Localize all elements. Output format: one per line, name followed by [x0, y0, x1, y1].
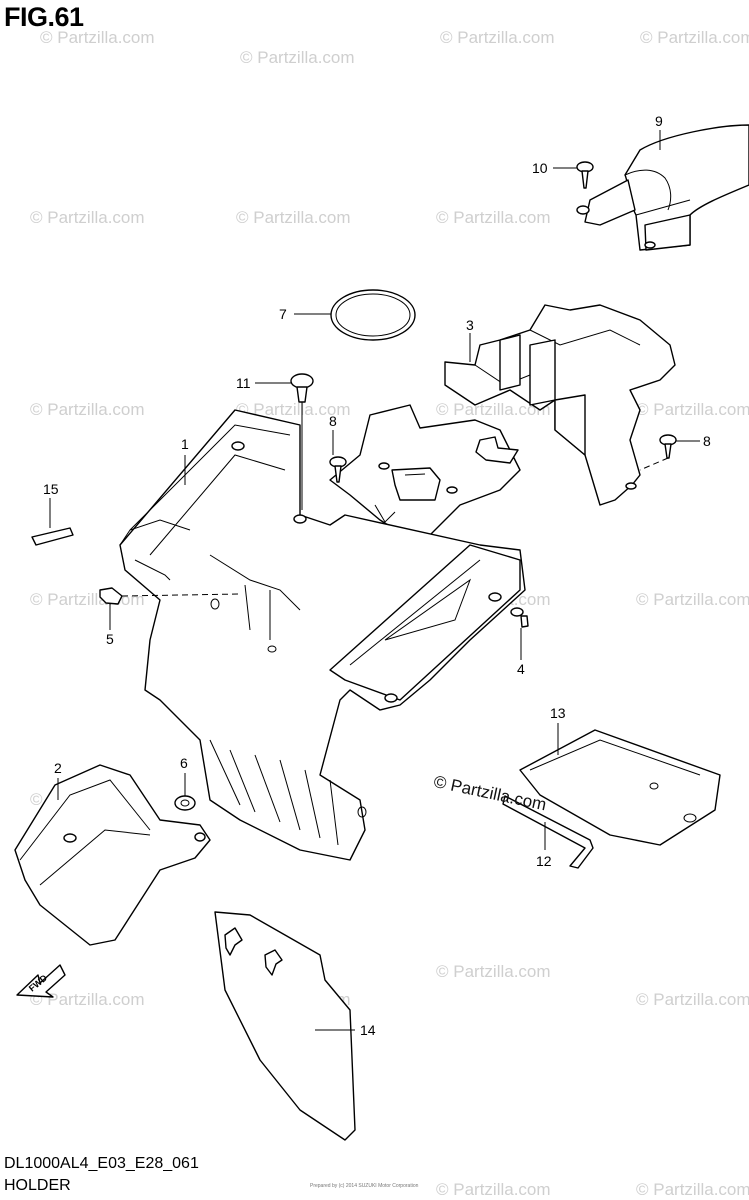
figure-title: FIG.61 [4, 2, 84, 32]
model-code: DL1000AL4_E03_E28_061 [4, 1155, 199, 1172]
part-10-screw [576, 161, 594, 189]
fwd-arrow: FWD [16, 964, 66, 998]
part-3-holder [329, 304, 676, 546]
callout-7: 7 [279, 306, 287, 322]
callout-3: 3 [466, 317, 474, 333]
part-2-cover [14, 764, 211, 946]
part-4-screw [510, 607, 529, 628]
part-5-nut [99, 587, 241, 605]
leader-lines [49, 130, 700, 1031]
part-8-screw-right [639, 434, 677, 471]
callout-10: 10 [532, 160, 548, 176]
callout-12: 12 [536, 853, 552, 869]
part-9-cover [576, 124, 749, 251]
footer-note: Prepared by (c) 2014 SUZUKI Motor Corpor… [310, 1183, 419, 1189]
part-7-ring [330, 289, 416, 341]
callout-14: 14 [360, 1022, 376, 1038]
part-11-bolt [290, 373, 314, 510]
callout-2: 2 [54, 760, 62, 776]
part-8-screw-left [329, 456, 347, 483]
part-13-pad [519, 729, 721, 846]
part-14-plate [214, 911, 356, 1141]
part-6-washer [174, 795, 196, 811]
callout-13: 13 [550, 705, 566, 721]
section-name: HOLDER [4, 1177, 71, 1194]
callout-4: 4 [517, 661, 525, 677]
callout-11: 11 [236, 375, 251, 391]
part-1-main-holder [119, 409, 526, 861]
callout-9: 9 [655, 113, 663, 129]
callout-6: 6 [180, 755, 188, 771]
part-12-hex-wrench [502, 795, 594, 869]
callout-15: 15 [43, 481, 59, 497]
callout-labels: 9 10 7 3 11 8 8 1 15 5 4 13 6 2 12 14 [43, 113, 711, 1038]
callout-8-right: 8 [703, 433, 711, 449]
callout-5: 5 [106, 631, 114, 647]
callout-1: 1 [181, 436, 189, 452]
callout-8-left: 8 [329, 413, 337, 429]
part-15-pad [31, 527, 74, 546]
